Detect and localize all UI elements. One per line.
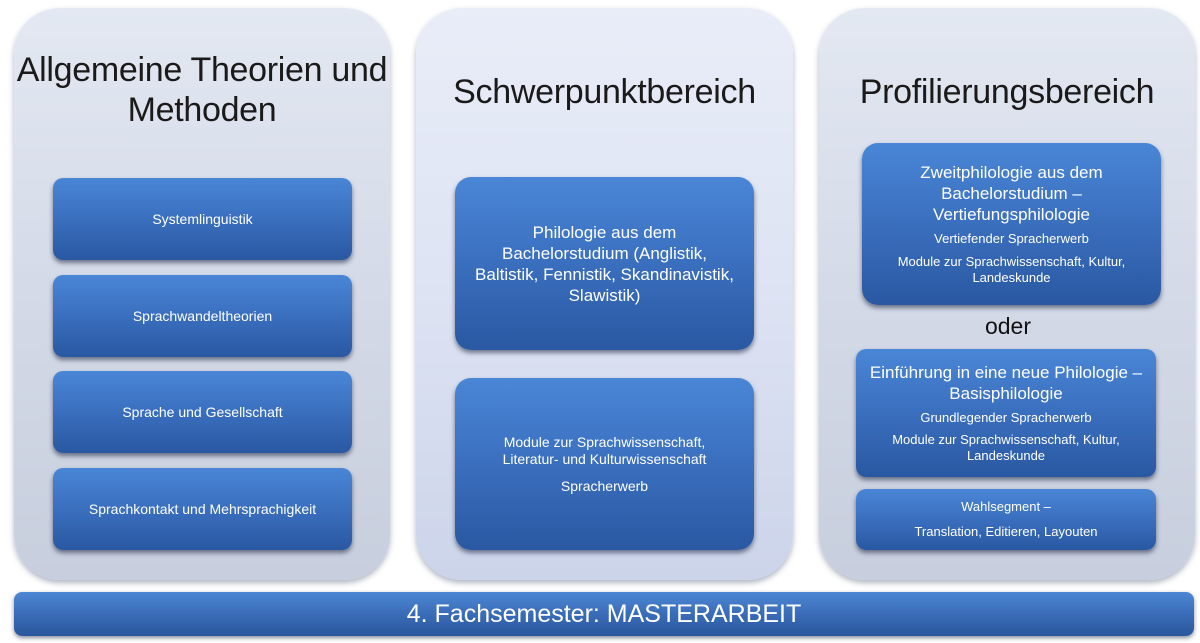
base-philology-sub: Grundlegender Spracherwerb bbox=[920, 410, 1092, 425]
module-box-sprache-gesellschaft: Sprache und Gesellschaft bbox=[53, 371, 352, 453]
second-philology-box: Zweitphilologie aus dem Bachelorstudium … bbox=[862, 143, 1161, 305]
second-philology-line: Vertiefungsphilologie bbox=[933, 205, 1090, 224]
column-title-focus-area: Schwerpunktbereich bbox=[453, 73, 756, 111]
focus-modules-line: Literatur- und Kulturwissenschaft bbox=[502, 450, 707, 467]
master-thesis-bar: 4. Fachsemester: MASTERARBEIT bbox=[14, 592, 1194, 636]
focus-philology-line: Philologie aus dem bbox=[532, 222, 677, 242]
module-label: Systemlinguistik bbox=[152, 210, 253, 227]
module-box-sprachkontakt: Sprachkontakt und Mehrsprachigkeit bbox=[53, 468, 352, 550]
focus-philology-line: Baltistik, Fennistik, Skandinavistik, bbox=[475, 264, 734, 284]
focus-modules-box: Module zur Sprachwissenschaft, Literatur… bbox=[455, 378, 754, 550]
base-philology-sub: Module zur Sprachwissenschaft, Kultur, bbox=[892, 432, 1120, 447]
focus-modules-line: Module zur Sprachwissenschaft, bbox=[503, 433, 706, 450]
focus-philology-box: Philologie aus dem Bachelorstudium (Angl… bbox=[455, 177, 754, 350]
second-philology-sub: Landeskunde bbox=[972, 270, 1051, 285]
module-box-sprachwandeltheorien: Sprachwandeltheorien bbox=[53, 275, 352, 357]
module-label: Sprachwandeltheorien bbox=[132, 307, 273, 324]
base-philology-line: Basisphilologie bbox=[949, 384, 1063, 403]
column-title-profiling-area: Profilierungsbereich bbox=[859, 73, 1155, 111]
connector-oder: oder bbox=[984, 313, 1032, 339]
focus-philology-line: Slawistik) bbox=[568, 285, 641, 305]
base-philology-box: Einführung in eine neue Philologie – Bas… bbox=[856, 349, 1156, 477]
second-philology-sub: Module zur Sprachwissenschaft, Kultur, bbox=[897, 254, 1126, 269]
column-title-line: Allgemeine Theorien und bbox=[16, 51, 388, 89]
base-philology-line: Einführung in eine neue Philologie – bbox=[869, 363, 1143, 382]
second-philology-line: Bachelorstudium – bbox=[941, 184, 1082, 203]
elective-segment-box: Wahlsegment – Translation, Editieren, La… bbox=[856, 489, 1156, 550]
elective-segment-line: Translation, Editieren, Layouten bbox=[914, 524, 1098, 539]
second-philology-sub: Vertiefender Spracherwerb bbox=[934, 231, 1089, 246]
elective-segment-line: Wahlsegment – bbox=[961, 499, 1051, 514]
module-label: Sprachkontakt und Mehrsprachigkeit bbox=[88, 500, 317, 517]
focus-philology-line: Bachelorstudium (Anglistik, bbox=[501, 243, 708, 263]
second-philology-line: Zweitphilologie aus dem bbox=[920, 163, 1103, 182]
module-label: Sprache und Gesellschaft bbox=[122, 403, 283, 420]
column-title-line: Methoden bbox=[127, 91, 277, 129]
base-philology-sub: Landeskunde bbox=[966, 448, 1046, 463]
column-title-general-theories: Allgemeine Theorien und Methoden bbox=[14, 50, 390, 130]
focus-modules-sub: Spracherwerb bbox=[560, 477, 649, 494]
module-box-systemlinguistik: Systemlinguistik bbox=[53, 178, 352, 260]
